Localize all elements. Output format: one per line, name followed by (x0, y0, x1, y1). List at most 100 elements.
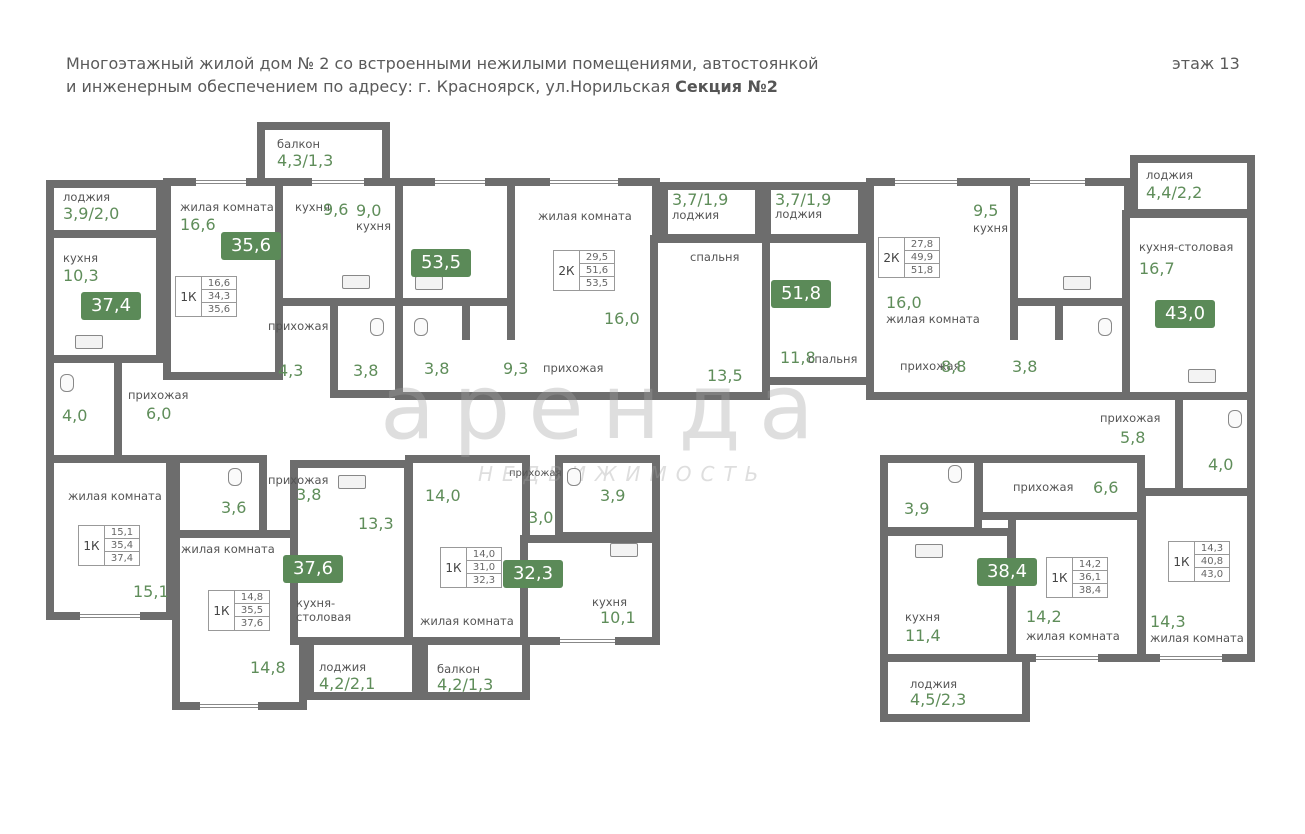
toilet-icon (228, 468, 242, 486)
room-name: жилая комната (68, 489, 162, 503)
room-area: 16,7 (1139, 259, 1175, 278)
total-area: 51,6 (580, 264, 614, 277)
sink-icon (342, 275, 370, 289)
watermark-logo: арендa (380, 355, 832, 460)
total-area-badge: 38,4 (977, 558, 1037, 586)
building-title: Многоэтажный жилой дом № 2 со встроенным… (66, 52, 819, 98)
room-name: кухня-столовая (1139, 240, 1234, 254)
room-name: кухня-столовая (296, 596, 352, 624)
total-area: 35,4 (105, 539, 139, 552)
total-area: 35,5 (235, 604, 269, 617)
title-line-2: и инженерным обеспечением по адресу: г. … (66, 77, 676, 96)
total-area-badge: 53,5 (411, 249, 471, 277)
room-area: 13,3 (358, 514, 394, 533)
room-area: 5,8 (1120, 428, 1146, 447)
room (330, 298, 403, 398)
sink-icon (1063, 276, 1091, 290)
title-line-1: Многоэтажный жилой дом № 2 со встроенным… (66, 54, 819, 73)
total-with-loggia: 51,8 (910, 265, 934, 276)
total-area-badge: 37,4 (81, 292, 141, 320)
apartment-type: 1К (79, 526, 105, 565)
window (895, 178, 957, 186)
total-with-loggia: 43,0 (1200, 569, 1224, 580)
apartment-type: 1К (1169, 542, 1195, 581)
total-with-loggia: 38,4 (1078, 585, 1102, 596)
window (200, 702, 258, 710)
room-name: кухня (63, 251, 98, 265)
living-area: 15,1 (105, 526, 139, 539)
room-name: прихожая (128, 388, 189, 402)
total-with-loggia: 35,6 (207, 304, 231, 315)
room-name: жилая комната (538, 209, 632, 223)
window (550, 178, 618, 186)
room-name: прихожая (268, 473, 329, 487)
room-area: 3,8 (353, 361, 379, 380)
room (275, 178, 403, 306)
total-area: 31,0 (467, 561, 501, 574)
room-name: лоджия (910, 677, 958, 691)
room-area: 4,2/2,1 (319, 674, 376, 693)
toilet-icon (60, 374, 74, 392)
room-area: 14,3 (1150, 612, 1186, 631)
sink-icon (415, 276, 443, 290)
room-area: 3,9 (904, 499, 930, 518)
total-area-badge: 35,6 (221, 232, 281, 260)
sink-icon (610, 543, 638, 557)
room-area: 9,6 (323, 200, 349, 219)
room-area: 10,1 (600, 608, 636, 627)
room-name: лоджия (775, 207, 823, 221)
total-with-loggia: 53,5 (585, 278, 609, 289)
room (1008, 512, 1145, 662)
total-area-badge: 37,6 (283, 555, 343, 583)
total-with-loggia: 32,3 (472, 575, 496, 586)
room (46, 455, 174, 620)
room-name: балкон (437, 662, 480, 676)
room-name: кухня (356, 219, 391, 233)
room-name: жилая комната (886, 312, 980, 326)
apartment-type: 1К (209, 591, 235, 630)
window (1160, 654, 1222, 662)
section-label: Секция №2 (675, 77, 778, 96)
room-area: 3,9 (600, 486, 626, 505)
toilet-icon (1228, 410, 1242, 428)
toilet-icon (567, 468, 581, 486)
room-area: 11,4 (905, 626, 941, 645)
room-area: 9,3 (503, 359, 529, 378)
room-name: жилая комната (181, 542, 275, 556)
total-area: 49,9 (905, 251, 939, 264)
sink-icon (338, 475, 366, 489)
floor-label: этаж 13 (1172, 54, 1240, 73)
room-area: 10,3 (63, 266, 99, 285)
living-area: 29,5 (580, 251, 614, 264)
room-area: 13,5 (707, 366, 743, 385)
total-area: 40,8 (1195, 555, 1229, 568)
apartment-type: 1К (176, 277, 202, 316)
room-area: 9,5 (973, 201, 999, 220)
toilet-icon (1098, 318, 1112, 336)
room-name: лоджия (319, 660, 367, 674)
living-area: 14,8 (235, 591, 269, 604)
room (172, 455, 267, 540)
room-name: прихожая (1100, 411, 1161, 425)
apartment-type: 2К (554, 251, 580, 290)
room (420, 645, 530, 700)
room-area: 3,0 (528, 508, 554, 527)
room-name: кухня (295, 200, 330, 214)
total-area-badge: 43,0 (1155, 300, 1215, 328)
total-area: 36,1 (1073, 571, 1107, 584)
total-with-loggia: 37,4 (110, 553, 134, 564)
room-area: 3,8 (296, 485, 322, 504)
room-area: 3,7/1,9 (775, 190, 832, 209)
room-area: 11,8 (780, 348, 816, 367)
room-name: лоджия (672, 208, 720, 222)
room-area: 9,0 (356, 201, 382, 220)
room-area: 6,0 (146, 404, 172, 423)
apartment-type: 1К (441, 548, 467, 587)
window (80, 612, 140, 620)
room-name: лоджия (63, 190, 111, 204)
room (1175, 392, 1255, 496)
